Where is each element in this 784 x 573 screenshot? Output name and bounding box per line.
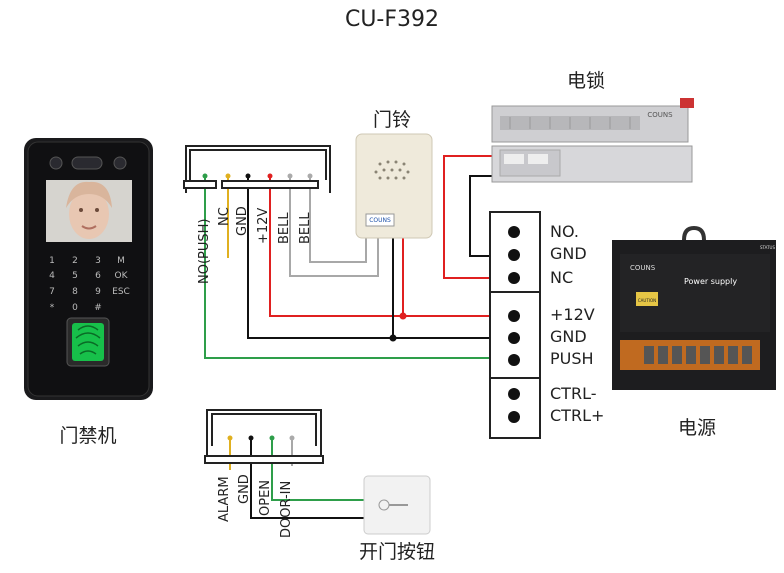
terminal-label: +12V: [550, 305, 595, 324]
pin-label: GND: [237, 474, 252, 504]
wire-lock-black: [469, 175, 498, 257]
terminal-label: NO.: [550, 222, 579, 241]
electric-lock-label: 电锁: [567, 70, 605, 92]
terminal-block: [489, 211, 541, 439]
svg-text:ESC: ESC: [112, 287, 130, 297]
access-controller-label: 门禁机: [59, 425, 116, 447]
terminal-label: GND: [550, 244, 587, 263]
top-pin-labels: NO(PUSH) NC GND +12V BELL BELL: [197, 206, 313, 284]
door-bell: COUNS: [355, 133, 433, 239]
svg-text:2: 2: [72, 256, 78, 266]
power-supply: COUNS Power supply CAUTION STATUS: [612, 225, 776, 390]
diagram-title: CU-F392: [345, 7, 439, 32]
keypad: 1 2 3 M 4 5 6 OK 7 8 9 ESC * 0 #: [49, 256, 130, 313]
pin-label: NC: [217, 207, 232, 226]
terminal-label: CTRL+: [550, 406, 604, 425]
wire-bell1-gray: [289, 176, 379, 277]
wire-lock-red: [443, 155, 498, 279]
access-controller: 1 2 3 M 4 5 6 OK 7 8 9 ESC * 0 #: [24, 138, 153, 400]
svg-text:#: #: [94, 303, 102, 313]
pin-label: +12V: [256, 208, 271, 244]
svg-text:7: 7: [49, 287, 55, 297]
svg-text:3: 3: [95, 256, 101, 266]
wire-12v-red: [269, 176, 492, 317]
terminal-label: CTRL-: [550, 384, 596, 403]
svg-text:0: 0: [72, 303, 78, 313]
pin-label: BELL: [298, 212, 313, 244]
top-connector: [183, 145, 331, 193]
pin-label: DOOR-IN: [279, 481, 294, 538]
terminal-label: NC: [550, 268, 573, 287]
pin-label: NO(PUSH): [197, 219, 212, 284]
psu-status: STATUS: [760, 245, 775, 250]
bottom-pin-labels: ALARM GND OPEN DOOR-IN: [217, 474, 294, 538]
bell-brand: COUNS: [369, 217, 391, 224]
door-bell-label: 门铃: [373, 109, 411, 131]
lock-brand: COUNS: [647, 111, 673, 119]
pin-label: ALARM: [217, 476, 232, 522]
psu-warning: CAUTION: [638, 298, 656, 303]
psu-model: Power supply: [684, 277, 737, 286]
terminal-labels: NO. GND NC +12V GND PUSH CTRL- CTRL+: [550, 222, 604, 425]
pin-label: BELL: [277, 212, 292, 244]
exit-button-label: 开门按钮: [359, 541, 435, 563]
svg-text:9: 9: [95, 287, 101, 297]
bottom-connector: [204, 409, 324, 464]
junction-red: [399, 312, 407, 320]
pin-label: GND: [235, 206, 250, 236]
svg-text:1: 1: [49, 256, 55, 266]
exit-button: [363, 475, 431, 535]
wire-push-green: [204, 176, 492, 359]
wire-gnd-black: [247, 176, 492, 339]
svg-text:M: M: [117, 256, 125, 266]
svg-text:OK: OK: [115, 271, 129, 281]
svg-text:8: 8: [72, 287, 78, 297]
electric-lock: COUNS: [491, 98, 694, 183]
svg-text:*: *: [50, 303, 55, 313]
pin-label: OPEN: [258, 480, 273, 516]
junction-black: [389, 334, 397, 342]
psu-brand: COUNS: [630, 264, 656, 272]
svg-text:4: 4: [49, 271, 55, 281]
terminal-label: PUSH: [550, 349, 594, 368]
power-supply-label: 电源: [678, 417, 716, 439]
wire-bell2-gray: [309, 176, 367, 263]
face-icon: [69, 189, 109, 239]
terminal-label: GND: [550, 327, 587, 346]
svg-text:6: 6: [95, 271, 101, 281]
svg-text:5: 5: [72, 271, 78, 281]
wire-gnd2-black: [250, 438, 368, 519]
